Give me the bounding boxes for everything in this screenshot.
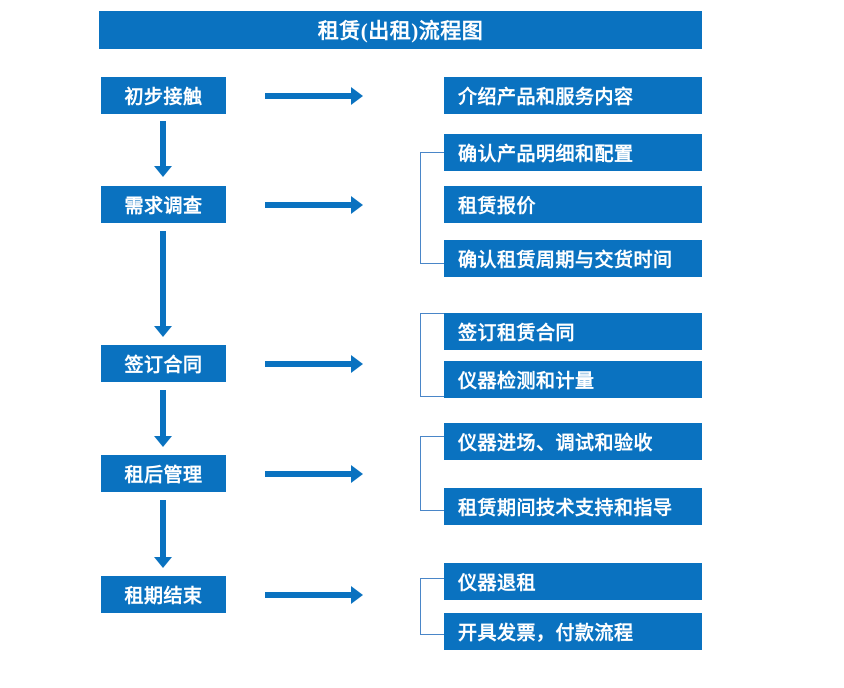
vertical-arrow-3 bbox=[154, 390, 172, 447]
detail-box-rental-quotation[interactable]: 租赁报价 bbox=[444, 186, 702, 223]
detail-box-instrument-installation[interactable]: 仪器进场、调试和验收 bbox=[444, 423, 702, 460]
horizontal-arrow-1 bbox=[265, 87, 363, 105]
stage-box-needs-survey[interactable]: 需求调查 bbox=[101, 186, 226, 223]
horizontal-arrow-4 bbox=[265, 465, 363, 483]
vertical-arrow-1 bbox=[154, 121, 172, 177]
detail-box-confirm-rental-period[interactable]: 确认租赁周期与交货时间 bbox=[444, 240, 702, 277]
vertical-arrow-2 bbox=[154, 231, 172, 337]
group-bracket-sign-contract bbox=[420, 313, 444, 397]
horizontal-arrow-3 bbox=[265, 355, 363, 373]
detail-box-technical-support[interactable]: 租赁期间技术支持和指导 bbox=[444, 488, 702, 525]
flowchart-title: 租赁(出租)流程图 bbox=[99, 11, 702, 49]
group-bracket-post-rental bbox=[420, 436, 444, 511]
detail-box-introduce-products[interactable]: 介绍产品和服务内容 bbox=[444, 77, 702, 114]
detail-box-confirm-product-details[interactable]: 确认产品明细和配置 bbox=[444, 134, 702, 171]
group-bracket-rental-end bbox=[420, 578, 444, 635]
detail-box-sign-rental-contract[interactable]: 签订租赁合同 bbox=[444, 313, 702, 350]
detail-box-instrument-return[interactable]: 仪器退租 bbox=[444, 563, 702, 600]
horizontal-arrow-5 bbox=[265, 586, 363, 604]
group-bracket-needs-survey bbox=[420, 152, 444, 264]
stage-box-rental-end[interactable]: 租期结束 bbox=[101, 576, 226, 613]
vertical-arrow-4 bbox=[154, 500, 172, 568]
detail-box-invoice-payment[interactable]: 开具发票，付款流程 bbox=[444, 613, 702, 650]
horizontal-arrow-2 bbox=[265, 196, 363, 214]
stage-box-post-rental-management[interactable]: 租后管理 bbox=[101, 455, 226, 492]
stage-box-sign-contract[interactable]: 签订合同 bbox=[101, 345, 226, 382]
stage-box-initial-contact[interactable]: 初步接触 bbox=[101, 77, 226, 114]
detail-box-instrument-inspection[interactable]: 仪器检测和计量 bbox=[444, 361, 702, 398]
